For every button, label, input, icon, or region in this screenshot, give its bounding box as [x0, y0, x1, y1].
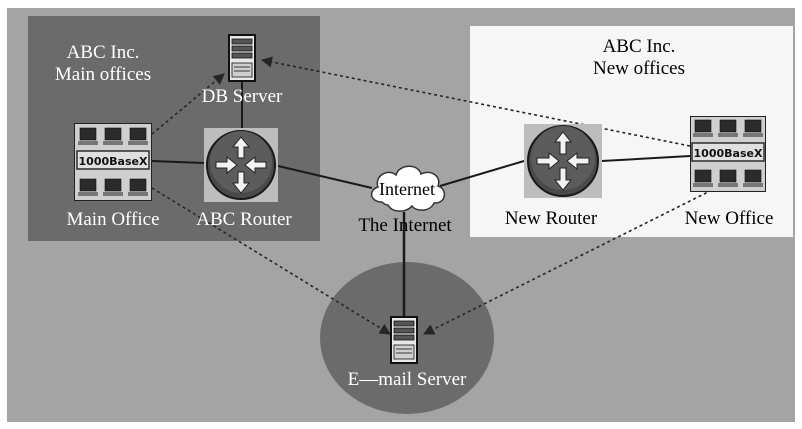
link-internet-newrouter: [439, 160, 525, 187]
email-server-label: E—mail Server: [347, 369, 467, 390]
db-server-label: DB Server: [201, 86, 283, 107]
new-offices-title: ABC Inc. New offices: [574, 36, 704, 80]
dashed-link-mainoffice-emailserver: [151, 187, 391, 335]
dashed-link-newoffice-dbserver: [260, 56, 691, 147]
new-offices-title-line2: New offices: [593, 58, 685, 79]
db-server-icon[interactable]: [228, 34, 256, 82]
main-office-icon[interactable]: 1000BaseX: [74, 123, 152, 201]
main-office-switch-text: 1000BaseX: [79, 155, 148, 168]
new-office-label: New Office: [684, 208, 774, 229]
new-offices-title-line1: ABC Inc.: [602, 36, 676, 57]
new-router-label: New Router: [504, 208, 598, 229]
main-offices-title: ABC Inc. Main offices: [38, 42, 168, 86]
main-offices-title-line1: ABC Inc.: [66, 42, 140, 63]
main-office-label: Main Office: [66, 209, 160, 230]
abc-router-label: ABC Router: [196, 209, 292, 230]
link-newrouter-newoffice: [601, 155, 691, 162]
new-office-icon[interactable]: 1000BaseX: [690, 116, 766, 192]
new-router-icon[interactable]: [524, 124, 602, 198]
abc-router-icon[interactable]: [204, 128, 278, 202]
dashed-link-mainoffice-dbserver: [151, 73, 225, 135]
link-abcrouter-internet: [277, 165, 373, 189]
new-office-switch-text: 1000BaseX: [694, 147, 763, 160]
the-internet-label: The Internet: [358, 215, 452, 236]
internet-cloud-text: Internet: [379, 179, 435, 199]
link-mainoffice-abcrouter: [151, 160, 205, 164]
main-offices-title-line2: Main offices: [54, 64, 152, 85]
email-server-icon[interactable]: [390, 316, 418, 364]
internet-cloud-icon[interactable]: Internet: [366, 158, 448, 216]
